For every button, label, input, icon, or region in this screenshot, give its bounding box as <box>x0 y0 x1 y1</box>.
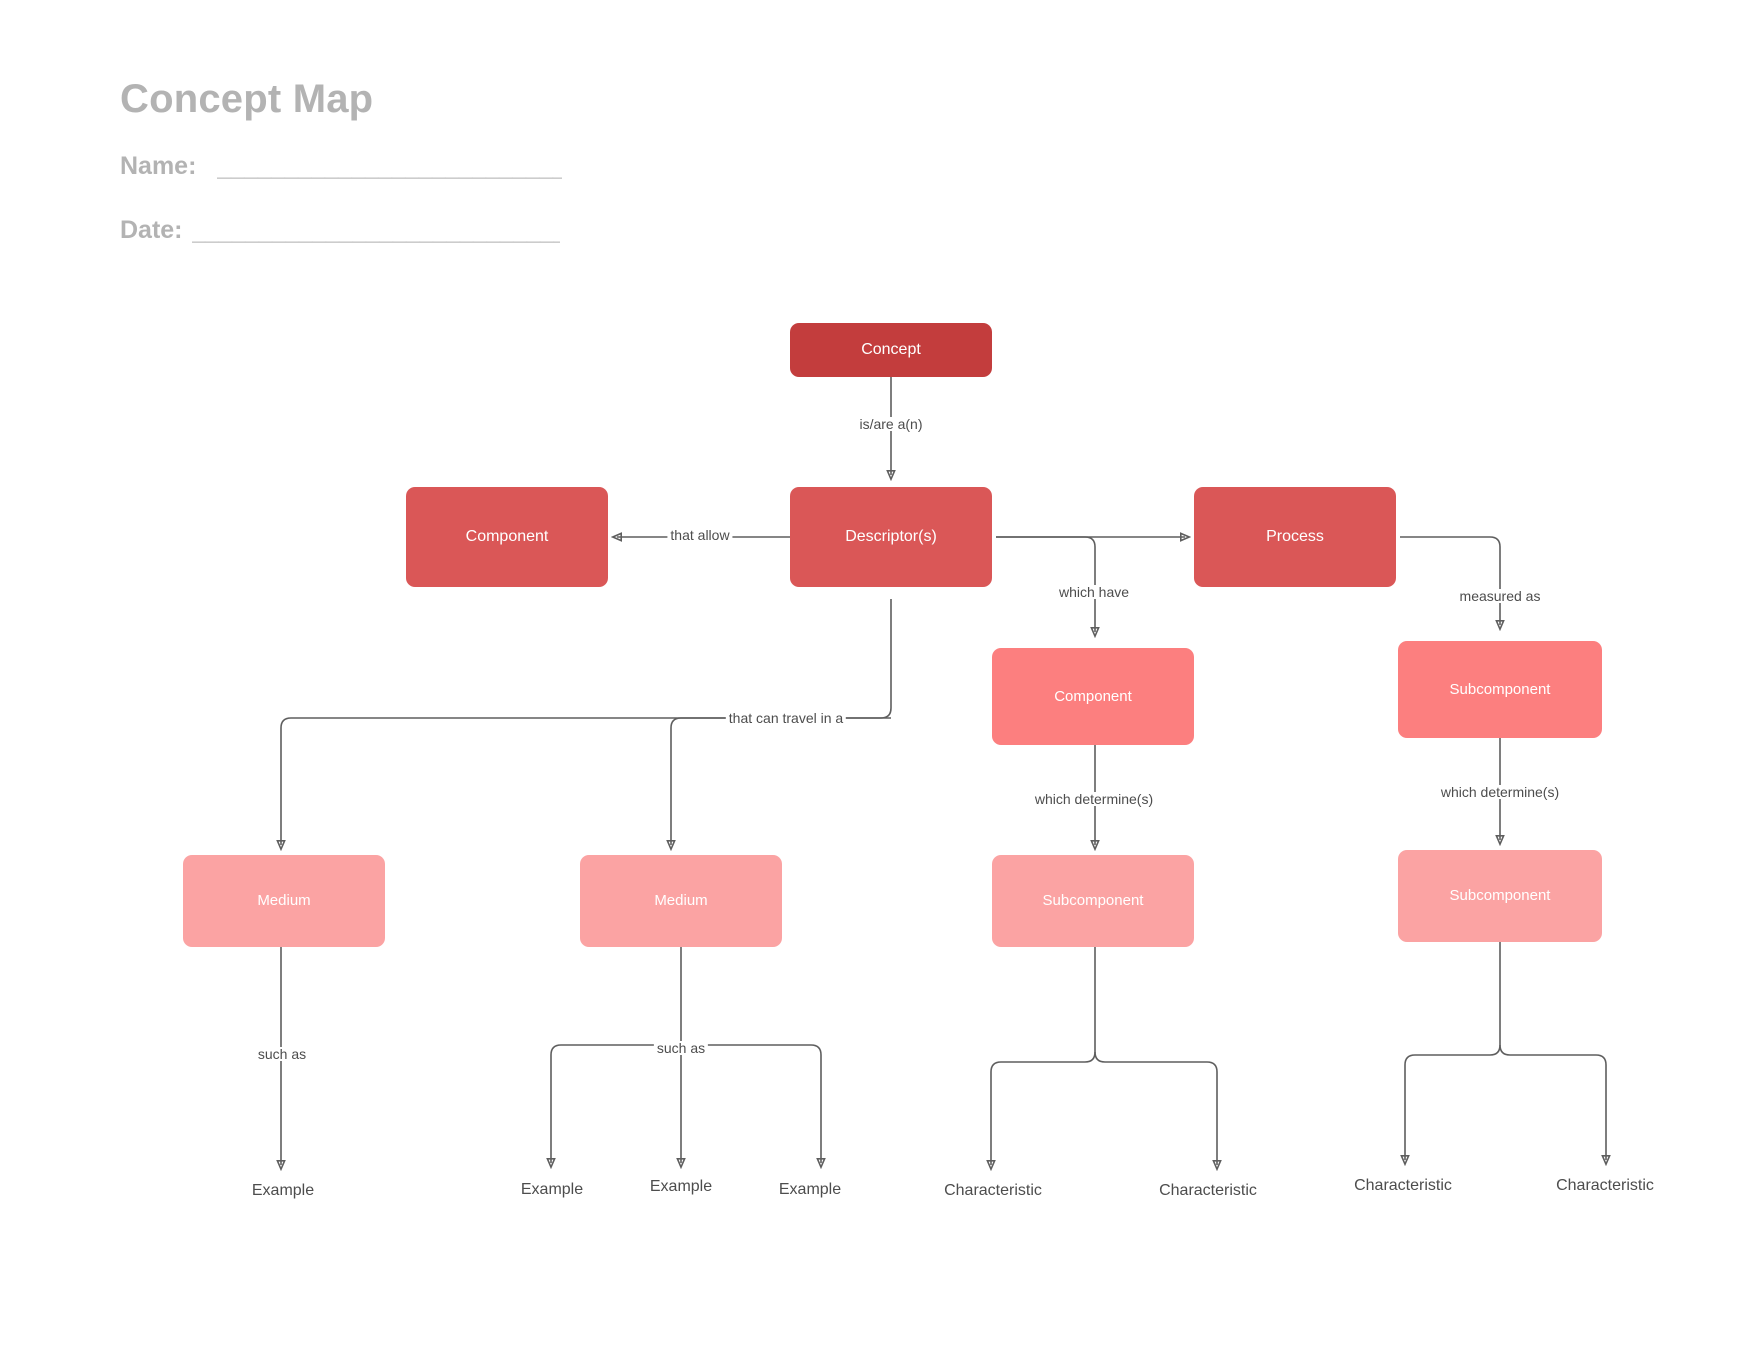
edge-label-that-allow: that allow <box>667 528 733 542</box>
leaf-characteristic-3: Characteristic <box>1354 1177 1452 1194</box>
node-label: Medium <box>257 892 311 910</box>
edge-label-which-determine-middle: which determine(s) <box>1031 792 1157 806</box>
node-label: Subcomponent <box>1449 680 1551 698</box>
name-label: Name: <box>120 152 197 180</box>
node-label: Subcomponent <box>1042 892 1144 910</box>
node-concept[interactable]: Concept <box>790 323 992 377</box>
leaf-example-2: Example <box>520 1181 584 1198</box>
node-component-left[interactable]: Component <box>406 487 608 587</box>
node-component-middle[interactable]: Component <box>992 648 1194 745</box>
leaf-characteristic-2: Characteristic <box>1159 1182 1257 1199</box>
node-label: Medium <box>654 892 708 910</box>
node-label: Concept <box>861 340 921 358</box>
date-field-row: Date: _________________________________ <box>120 216 560 245</box>
edge-label-measured-as: measured as <box>1456 589 1544 603</box>
node-label: Component <box>465 527 549 545</box>
node-label: Descriptor(s) <box>845 527 937 545</box>
node-label: Subcomponent <box>1449 887 1551 905</box>
edge-label-is-are: is/are a(n) <box>856 417 926 431</box>
leaf-example-3: Example <box>649 1178 713 1195</box>
edge-label-which-have: which have <box>1055 585 1133 599</box>
date-input-rule[interactable]: _________________________________ <box>191 216 560 244</box>
edge-label-which-determine-right: which determine(s) <box>1437 785 1563 799</box>
date-label: Date: <box>120 216 183 244</box>
node-subcomponent-middle[interactable]: Subcomponent <box>992 855 1194 947</box>
node-subcomponent-far-right[interactable]: Subcomponent <box>1398 850 1602 942</box>
leaf-characteristic-4: Characteristic <box>1556 1177 1654 1194</box>
node-process[interactable]: Process <box>1194 487 1396 587</box>
node-subcomponent-right[interactable]: Subcomponent <box>1398 641 1602 738</box>
node-label: Component <box>1054 687 1132 705</box>
edge-label-that-can-travel: that can travel in a <box>725 711 847 725</box>
node-descriptors[interactable]: Descriptor(s) <box>790 487 992 587</box>
leaf-example-4: Example <box>778 1181 842 1198</box>
page-title: Concept Map <box>120 77 374 121</box>
leaf-characteristic-1: Characteristic <box>944 1182 1042 1199</box>
leaf-example-1: Example <box>251 1182 315 1199</box>
name-input-rule[interactable]: _______________________________ <box>217 152 562 180</box>
edge-label-such-as-right: such as <box>653 1041 709 1055</box>
node-medium-right[interactable]: Medium <box>580 855 782 947</box>
edge-label-such-as-left: such as <box>254 1047 310 1061</box>
node-label: Process <box>1266 527 1324 545</box>
node-medium-left[interactable]: Medium <box>183 855 385 947</box>
name-field-row: Name: _______________________________ <box>120 152 562 181</box>
